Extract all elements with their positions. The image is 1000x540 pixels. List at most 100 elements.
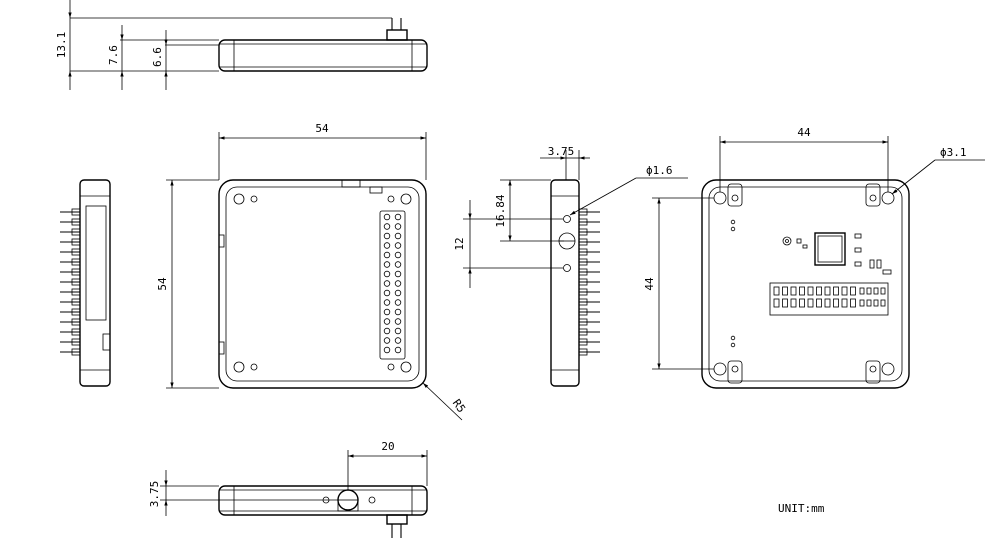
- header-pin: [394, 346, 402, 354]
- pin-base: [71, 258, 81, 266]
- right-pin-row: [578, 208, 600, 356]
- right-side-view: 3.75 16.84 12 ϕ1.6: [453, 145, 688, 387]
- unit-label: UNIT:mm: [778, 502, 825, 515]
- pin-base: [71, 318, 81, 326]
- pin-base: [578, 308, 588, 316]
- header-pin: [394, 270, 402, 278]
- dim-side-hole-gap: 12: [453, 237, 466, 250]
- pin-base: [578, 208, 588, 216]
- smd-pad: [841, 298, 848, 308]
- pin-base: [578, 328, 588, 336]
- dim-front-height: 54: [156, 277, 169, 291]
- smd-pad: [841, 286, 848, 296]
- pin-base: [578, 248, 588, 256]
- smd-pad: [773, 286, 780, 296]
- smd-pad: [799, 286, 805, 296]
- bottom-view: 20 3.75: [148, 440, 428, 538]
- header-pin: [394, 232, 402, 240]
- pin-base: [71, 228, 81, 236]
- pin-base: [71, 288, 81, 296]
- smd-pad: [782, 286, 788, 296]
- header-pin: [394, 280, 402, 287]
- smd-pad: [833, 286, 839, 296]
- pin-base: [71, 308, 81, 316]
- header-pin: [383, 327, 391, 335]
- back-component-row: [773, 286, 886, 308]
- dim-bottom-offset: 3.75: [148, 481, 161, 508]
- pin-base: [71, 208, 81, 216]
- header-pin: [383, 270, 391, 278]
- header-pin: [394, 242, 402, 249]
- header-pin: [383, 251, 391, 259]
- dim-height-body: 6.6: [151, 47, 164, 67]
- pin-base: [578, 238, 588, 246]
- dim-back-hole-dia: ϕ3.1: [940, 146, 967, 159]
- smd-pad: [880, 287, 886, 295]
- header-pin: [394, 223, 402, 230]
- smd-pad: [850, 286, 856, 296]
- pin-base: [578, 258, 588, 266]
- dim-height-total: 13.1: [55, 32, 68, 59]
- pin-base: [71, 268, 81, 276]
- pin-base: [71, 218, 81, 226]
- header-pin: [394, 261, 402, 268]
- pin-base: [578, 338, 588, 346]
- front-pin-header: [383, 213, 402, 354]
- smd-pad: [866, 299, 872, 307]
- header-pin: [394, 213, 402, 221]
- pin-base: [578, 298, 588, 306]
- smd-pad: [816, 286, 822, 296]
- header-pin: [383, 213, 391, 221]
- pin-base: [71, 348, 81, 356]
- pin-base: [578, 288, 588, 296]
- header-pin: [394, 327, 402, 335]
- header-pin: [383, 223, 391, 230]
- header-pin: [383, 299, 391, 306]
- pin-base: [71, 278, 81, 286]
- pin-base: [578, 318, 588, 326]
- header-pin: [394, 289, 402, 297]
- header-pin: [383, 261, 391, 268]
- header-pin: [383, 232, 391, 240]
- header-pin: [394, 299, 402, 306]
- smd-pad: [850, 298, 856, 308]
- smd-pad: [859, 299, 865, 307]
- left-pin-row: [60, 208, 81, 356]
- smd-pad: [880, 299, 886, 307]
- pin-base: [71, 338, 81, 346]
- pin-base: [71, 248, 81, 256]
- smd-pad: [833, 298, 839, 308]
- smd-pad: [790, 298, 797, 308]
- header-pin: [394, 251, 402, 259]
- header-pin: [383, 346, 391, 354]
- smd-pad: [824, 298, 831, 308]
- header-pin: [383, 289, 391, 297]
- pin-base: [578, 218, 588, 226]
- header-pin: [383, 280, 391, 287]
- smd-pad: [873, 287, 879, 295]
- dim-corner-radius: R5: [450, 397, 468, 415]
- front-view: 54 54 R5: [156, 122, 468, 421]
- dim-bottom-width: 20: [381, 440, 394, 453]
- header-pin: [383, 337, 391, 344]
- dim-side-offset: 3.75: [548, 145, 575, 158]
- dim-back-height: 44: [643, 277, 656, 291]
- smd-pad: [773, 298, 780, 308]
- smd-pad: [816, 298, 822, 308]
- pin-base: [578, 228, 588, 236]
- smd-pad: [790, 286, 797, 296]
- left-side-view: [60, 179, 111, 387]
- header-pin: [394, 318, 402, 325]
- pin-base: [71, 328, 81, 336]
- dim-side-pin-dia: ϕ1.6: [646, 164, 673, 177]
- smd-pad: [859, 287, 865, 295]
- top-view: 13.1 7.6 6.6: [55, 0, 428, 90]
- smd-pad: [807, 298, 814, 308]
- dim-side-hole-pos: 16.84: [494, 194, 507, 227]
- header-pin: [383, 308, 391, 316]
- dim-back-width: 44: [797, 126, 811, 139]
- pin-base: [71, 298, 81, 306]
- pin-base: [71, 238, 81, 246]
- back-view: 44 44 ϕ3.1: [643, 126, 985, 389]
